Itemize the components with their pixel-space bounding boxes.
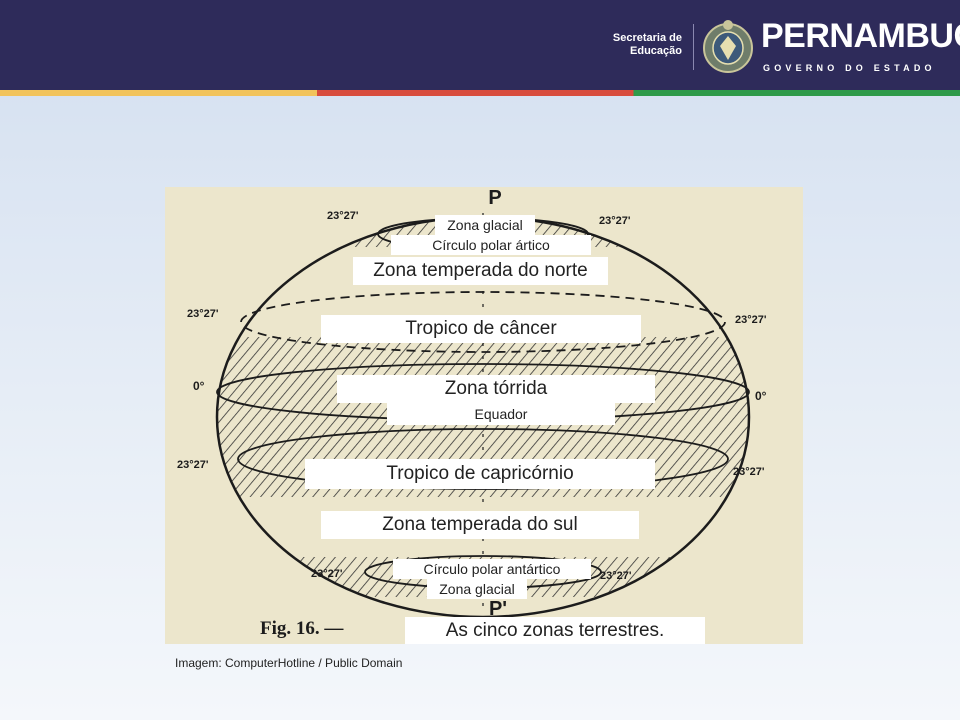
image-credit: Imagem: ComputerHotline / Public Domain xyxy=(175,656,403,670)
degree-label-equator-left: 0° xyxy=(193,379,205,393)
label-antarctic-circle: Círculo polar antártico xyxy=(393,559,591,579)
label-temperate-zone-south: Zona temperada do sul xyxy=(321,511,639,539)
secretaria-label: Secretaria de Educação xyxy=(613,32,682,58)
secretaria-line1: Secretaria de xyxy=(612,32,682,44)
degree-label-cancer-right: 23°27' xyxy=(735,314,767,326)
coat-of-arms-icon xyxy=(703,20,753,73)
secretaria-line2: Educação xyxy=(630,45,682,57)
degree-label-capricorn-left: 23°27' xyxy=(177,459,209,471)
degree-label-arctic-left: 23°27' xyxy=(327,210,359,222)
degree-label-cancer-left: 23°27' xyxy=(187,308,219,320)
label-temperate-zone-north: Zona temperada do norte xyxy=(353,257,608,285)
degree-label-antarctic-left: 23°27' xyxy=(311,568,343,580)
label-tropic-of-capricorn: Tropico de capricórnio xyxy=(305,459,655,489)
earth-zones-figure: P P' 23°27' 23°27' 23°27' 23°27' 0° 0° 2… xyxy=(165,187,803,644)
label-arctic-circle: Círculo polar ártico xyxy=(391,235,591,255)
flag-stripe xyxy=(0,90,960,96)
south-pole-label: P' xyxy=(489,598,507,620)
label-torrid-zone: Zona tórrida xyxy=(337,375,655,403)
label-equator: Equador xyxy=(387,403,615,425)
brand-subtitle: GOVERNO DO ESTADO xyxy=(763,63,936,73)
degree-label-arctic-right: 23°27' xyxy=(599,215,631,227)
brand-name: PERNAMBUCO xyxy=(761,17,960,55)
label-tropic-of-cancer: Tropico de câncer xyxy=(321,315,641,343)
header-bar xyxy=(0,0,960,90)
degree-label-capricorn-right: 23°27' xyxy=(733,466,765,478)
degree-label-equator-right: 0° xyxy=(755,389,767,403)
header-divider xyxy=(693,24,694,70)
label-glacial-zone-north: Zona glacial xyxy=(435,215,535,235)
north-pole-label: P xyxy=(488,187,501,209)
label-glacial-zone-south: Zona glacial xyxy=(427,579,527,599)
degree-label-antarctic-right: 23°27' xyxy=(600,570,632,582)
figure-caption: As cinco zonas terrestres. xyxy=(405,617,705,644)
figure-number-label: Fig. 16. — xyxy=(260,618,344,639)
